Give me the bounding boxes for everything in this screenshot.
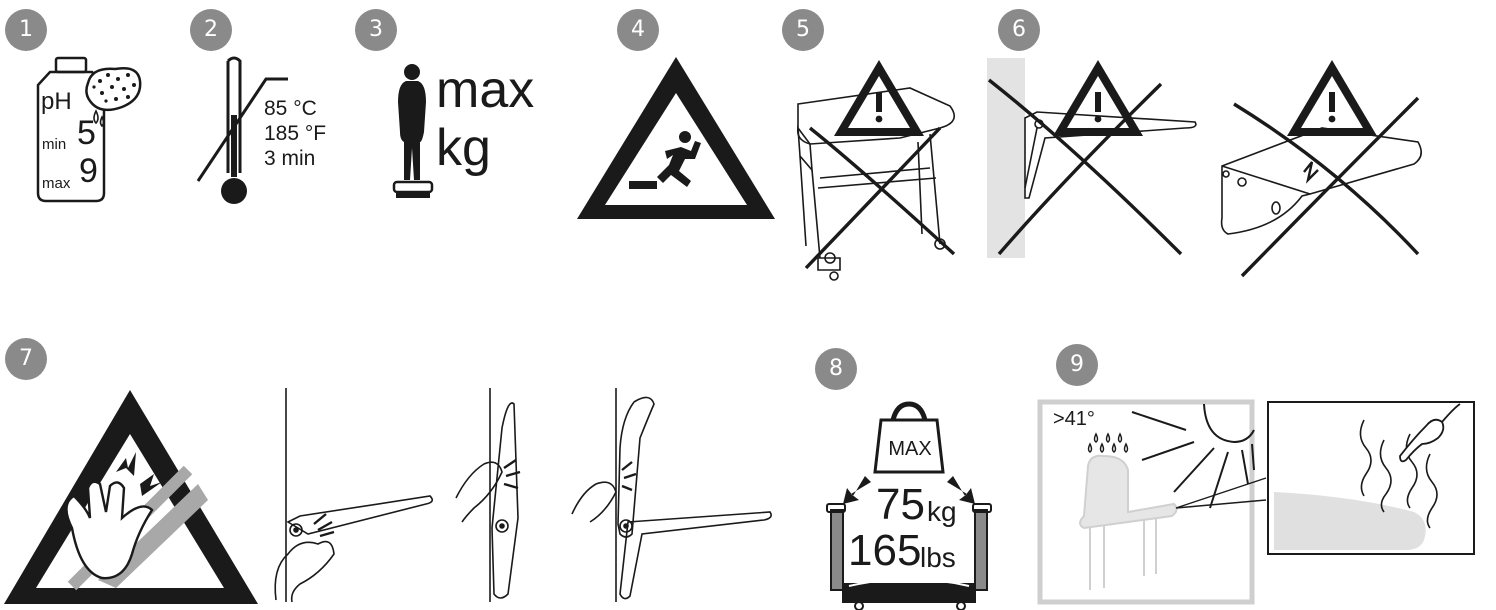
pinch-impact-icon: [116, 452, 162, 496]
panel-4-slip-warning: [577, 57, 775, 219]
step-badge-6: 6: [998, 9, 1040, 51]
step-badge-8: 8: [815, 348, 857, 390]
warning-triangle-icon: [834, 60, 924, 136]
warning-triangle-icon: [1287, 60, 1377, 136]
step-badge-1: 1: [5, 9, 47, 51]
step-badge-7: 7: [5, 338, 47, 380]
shower-frame: [1037, 399, 1255, 605]
panel-6-wall-seat-prohibited: [987, 58, 1197, 258]
cross-mark: [987, 78, 1183, 256]
finger-touch-icon: [1399, 403, 1461, 463]
panel-1-ph-cleaning: [36, 56, 142, 203]
step-badge-5: 5: [782, 9, 824, 51]
panel-7-pinch-warning: [4, 390, 258, 604]
temp-fahrenheit: 185 °F: [264, 122, 327, 145]
cross-mark: [804, 126, 956, 270]
temp-duration: 3 min: [264, 147, 316, 170]
panel-7-seat-fold-sequence: [274, 388, 772, 603]
panel-9-heat-warning: [1037, 399, 1475, 605]
sponge-icon: [85, 67, 142, 128]
water-drops-icon: [1087, 432, 1129, 453]
panel-8-max-load: [826, 401, 992, 610]
max-weight-label: MAX: [888, 438, 932, 460]
kg-value: 75: [876, 480, 925, 529]
seat-folded-icon: [571, 388, 772, 602]
slipping-person-icon: [629, 131, 701, 189]
lbs-value: 165: [848, 526, 922, 575]
hot-temperature: >41°: [1053, 408, 1095, 430]
hot-surface: [1274, 492, 1426, 550]
weight-icon: [873, 401, 945, 474]
seat-folding-up-icon: [455, 388, 521, 602]
ph-min-label: min: [42, 136, 67, 153]
person-on-scale-icon: [392, 64, 434, 198]
seat-frame-icon: [826, 503, 992, 610]
panel-6b-broken-seat-prohibited: [1220, 60, 1422, 278]
temp-celsius: 85 °C: [264, 97, 317, 120]
lbs-unit: lbs: [920, 542, 956, 573]
ph-max-value: 9: [79, 152, 98, 190]
max-text: max: [436, 61, 535, 119]
cross-mark: [1233, 96, 1420, 278]
bottle-icon: [36, 56, 106, 203]
step-badge-3: 3: [355, 9, 397, 51]
seat-lowered-icon: [274, 388, 434, 603]
hand-icon: [65, 480, 154, 580]
step-badge-9: 9: [1056, 344, 1098, 386]
sun-icon: [1131, 403, 1255, 509]
step-badge-4: 4: [617, 9, 659, 51]
down-arrow-icon: [843, 476, 975, 504]
broken-seat-icon: [1220, 127, 1422, 235]
ph-max-label: max: [42, 175, 71, 192]
thermometer-icon: [221, 56, 247, 204]
kg-unit: kg: [927, 496, 957, 527]
panel-5-seat-on-legs-prohibited: [796, 60, 956, 281]
ph-min-value: 5: [77, 114, 96, 152]
kg-text: kg: [436, 119, 491, 177]
ph-label: pH: [41, 88, 72, 115]
panel-3-max-weight: [392, 64, 434, 198]
warning-triangle-icon: [1053, 60, 1143, 136]
panel-2-thermometer: [196, 56, 288, 204]
hot-seat-icon: [1079, 454, 1178, 590]
step-badge-2: 2: [190, 9, 232, 51]
